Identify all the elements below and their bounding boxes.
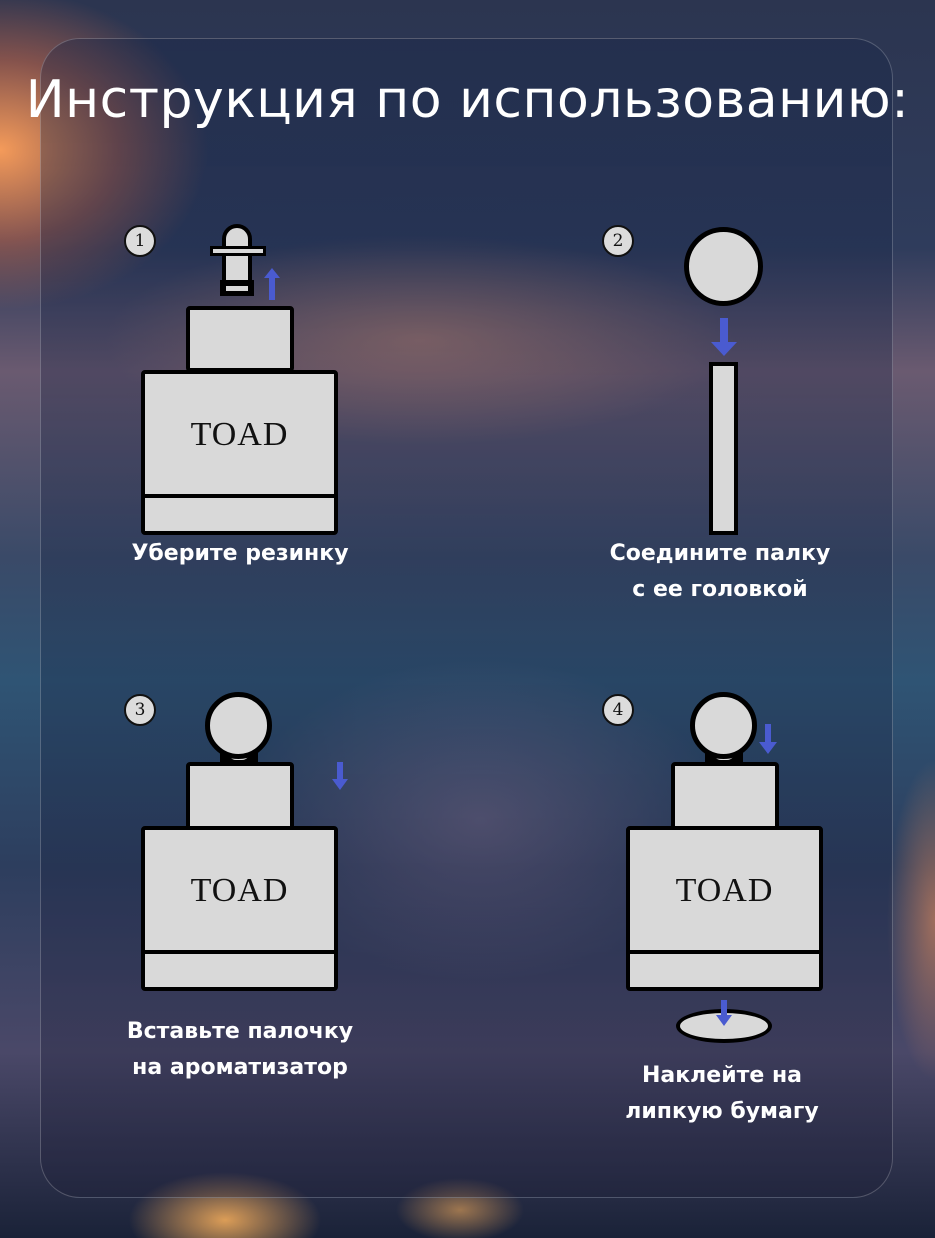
step-number-badge: 1 [124,225,156,257]
step-number-badge: 2 [602,225,634,257]
caption-line: Уберите резинку [131,541,349,566]
caption-line: Соедините палку [609,541,831,566]
arrow-down-icon [759,724,777,754]
caption-line: Наклейте на [641,1063,802,1088]
bottle-neck [186,762,294,830]
step-caption: Соедините палку с ее головкой [580,536,860,608]
stick-icon [709,362,738,535]
stick-head-icon [690,692,757,759]
step-number-badge: 3 [124,694,156,726]
bottle-divider [630,950,819,954]
instruction-card [40,38,893,1198]
arrow-down-icon [711,318,737,356]
caption-line: с ее головкой [632,577,808,602]
step-caption: Вставьте палочку на ароматизатор [100,1014,380,1086]
brand-label: TOAD [190,872,289,909]
bottle-neck [186,306,294,372]
caption-line: липкую бумагу [625,1099,819,1124]
bottle-divider [145,494,334,498]
page-title: Инструкция по использованию: [25,70,910,130]
arrow-up-icon [264,268,280,300]
arrow-down-icon [716,1000,732,1026]
bottle-divider [145,950,334,954]
arrow-down-icon [332,762,348,790]
stick-head-icon [684,227,763,306]
caption-line: на ароматизатор [132,1055,348,1080]
step-caption: Уберите резинку [100,536,380,572]
bottle-body: TOAD [626,826,823,991]
stick-head-icon [205,692,272,759]
bottle-body: TOAD [141,826,338,991]
caption-line: Вставьте палочку [126,1019,354,1044]
step-caption: Наклейте на липкую бумагу [582,1058,862,1130]
brand-label: TOAD [190,416,289,453]
bottle-body: TOAD [141,370,338,535]
step-number-badge: 4 [602,694,634,726]
bottle-neck [671,762,779,830]
brand-label: TOAD [675,872,774,909]
